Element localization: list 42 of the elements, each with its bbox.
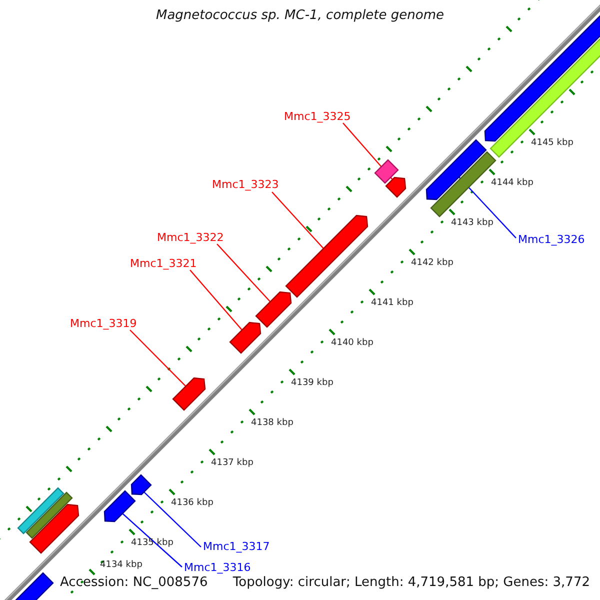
leader-line <box>144 492 202 548</box>
gene-label: Mmc1_3316 <box>184 561 251 574</box>
gene-label: Mmc1_3322 <box>157 231 224 244</box>
gene-label: Mmc1_3323 <box>212 178 279 192</box>
genome-stats-text: Topology: circular; Length: 4,719,581 bp; Genes: 3,772 <box>232 575 590 591</box>
gene-feature <box>229 322 262 354</box>
feature-bar <box>26 492 73 539</box>
gene-label: Mmc1_3326 <box>518 233 585 246</box>
gene-label: Mmc1_3319 <box>70 317 137 330</box>
gene-label: Mmc1_3325 <box>284 110 351 124</box>
diagram-title: Magnetococcus sp. MC-1, complete genome <box>154 8 446 24</box>
scale-label: 4142 kbp <box>411 258 454 269</box>
scale-label: 4138 kbp <box>251 418 294 429</box>
gene-feature <box>385 176 406 198</box>
leader-line <box>272 192 324 249</box>
gene-feature <box>130 474 152 496</box>
scale-label: 4136 kbp <box>171 498 214 509</box>
scale-label: 4134 kbp <box>100 560 142 571</box>
gene-feature <box>255 291 292 328</box>
gene-feature <box>29 504 80 554</box>
leader-line <box>190 270 242 330</box>
leader-line <box>130 330 186 387</box>
leader-line <box>216 244 271 302</box>
leader-line <box>342 122 393 180</box>
scale-label: 4141 kbp <box>371 298 414 309</box>
scale-label: 4144 kbp <box>491 178 534 189</box>
scale-label: 4143 kbp <box>451 218 494 229</box>
gene-feature <box>285 214 368 298</box>
gene-feature <box>426 139 487 200</box>
feature-bar <box>17 487 64 534</box>
gene-label: Mmc1_3317 <box>203 540 270 554</box>
gene-label: Mmc1_3321 <box>130 257 197 270</box>
feature-bar <box>374 159 399 184</box>
scale-label: 4135 kbp <box>131 538 174 549</box>
accession-text: Accession: NC_008576 <box>60 575 208 591</box>
leader-line <box>122 513 182 568</box>
gene-feature <box>172 377 206 411</box>
scale-label: 4145 kbp <box>531 138 574 149</box>
scale-label: 4139 kbp <box>291 378 334 389</box>
scale-label: 4137 kbp <box>211 458 254 469</box>
gene-feature <box>104 490 136 522</box>
scale-label: 4140 kbp <box>331 338 374 349</box>
